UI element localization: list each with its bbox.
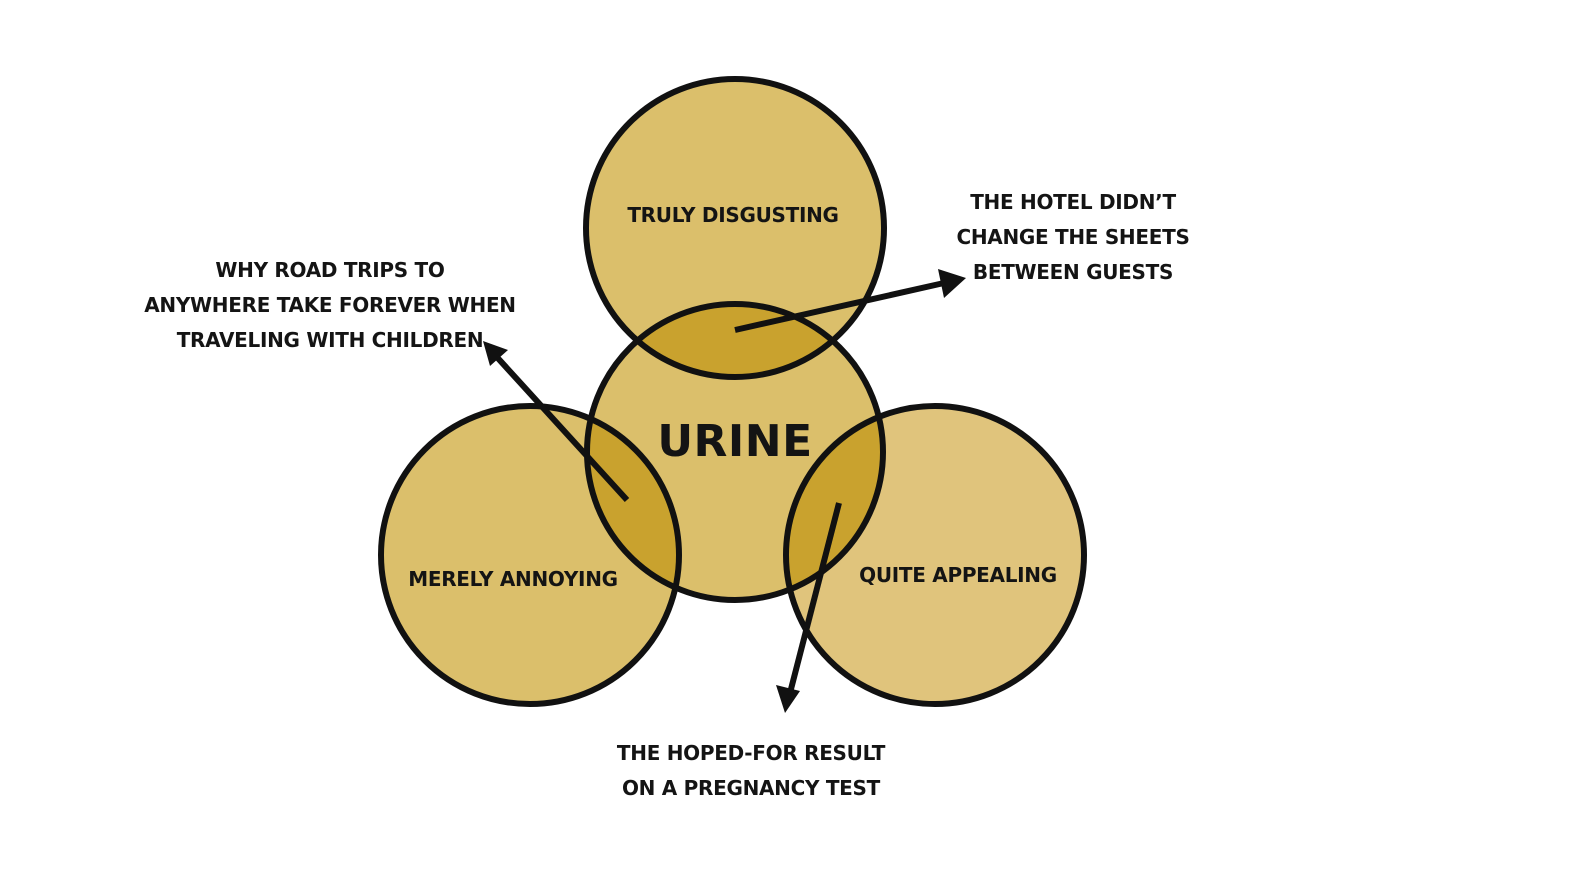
circle-left-label: MERELY ANNOYING bbox=[408, 567, 618, 591]
circle-top-outline bbox=[583, 76, 887, 380]
arrow-bottom bbox=[776, 502, 842, 713]
callout-top-right-line-3: BETWEEN GUESTS bbox=[973, 260, 1173, 284]
callout-left-line-3: TRAVELING WITH CHILDREN bbox=[177, 328, 484, 352]
overlap-right bbox=[786, 406, 883, 600]
callout-left: WHY ROAD TRIPS TO ANYWHERE TAKE FOREVER … bbox=[144, 258, 516, 352]
callout-top-right-line-1: THE HOTEL DIDN’T bbox=[970, 190, 1176, 214]
circle-left-outline bbox=[378, 403, 682, 707]
callout-top-right: THE HOTEL DIDN’T CHANGE THE SHEETS BETWE… bbox=[956, 190, 1189, 284]
callout-bottom-line-1: THE HOPED-FOR RESULT bbox=[617, 741, 886, 765]
callout-top-right-line-2: CHANGE THE SHEETS bbox=[956, 225, 1189, 249]
callout-bottom-line-2: ON A PREGNANCY TEST bbox=[622, 776, 881, 800]
callout-left-line-2: ANYWHERE TAKE FOREVER WHEN bbox=[144, 293, 516, 317]
overlap-left bbox=[587, 406, 679, 600]
circle-right-outline bbox=[783, 403, 1087, 707]
overlap-regions bbox=[587, 304, 883, 600]
callout-left-line-1: WHY ROAD TRIPS TO bbox=[215, 258, 444, 282]
arrow-top-right bbox=[734, 269, 966, 333]
arrow-left bbox=[483, 341, 630, 503]
circle-top-label: TRULY DISGUSTING bbox=[627, 203, 838, 227]
circle-right-label: QUITE APPEALING bbox=[859, 563, 1057, 587]
circle-top-fill bbox=[586, 79, 884, 377]
callout-bottom: THE HOPED-FOR RESULT ON A PREGNANCY TEST bbox=[617, 741, 886, 800]
center-label: URINE bbox=[657, 416, 812, 467]
